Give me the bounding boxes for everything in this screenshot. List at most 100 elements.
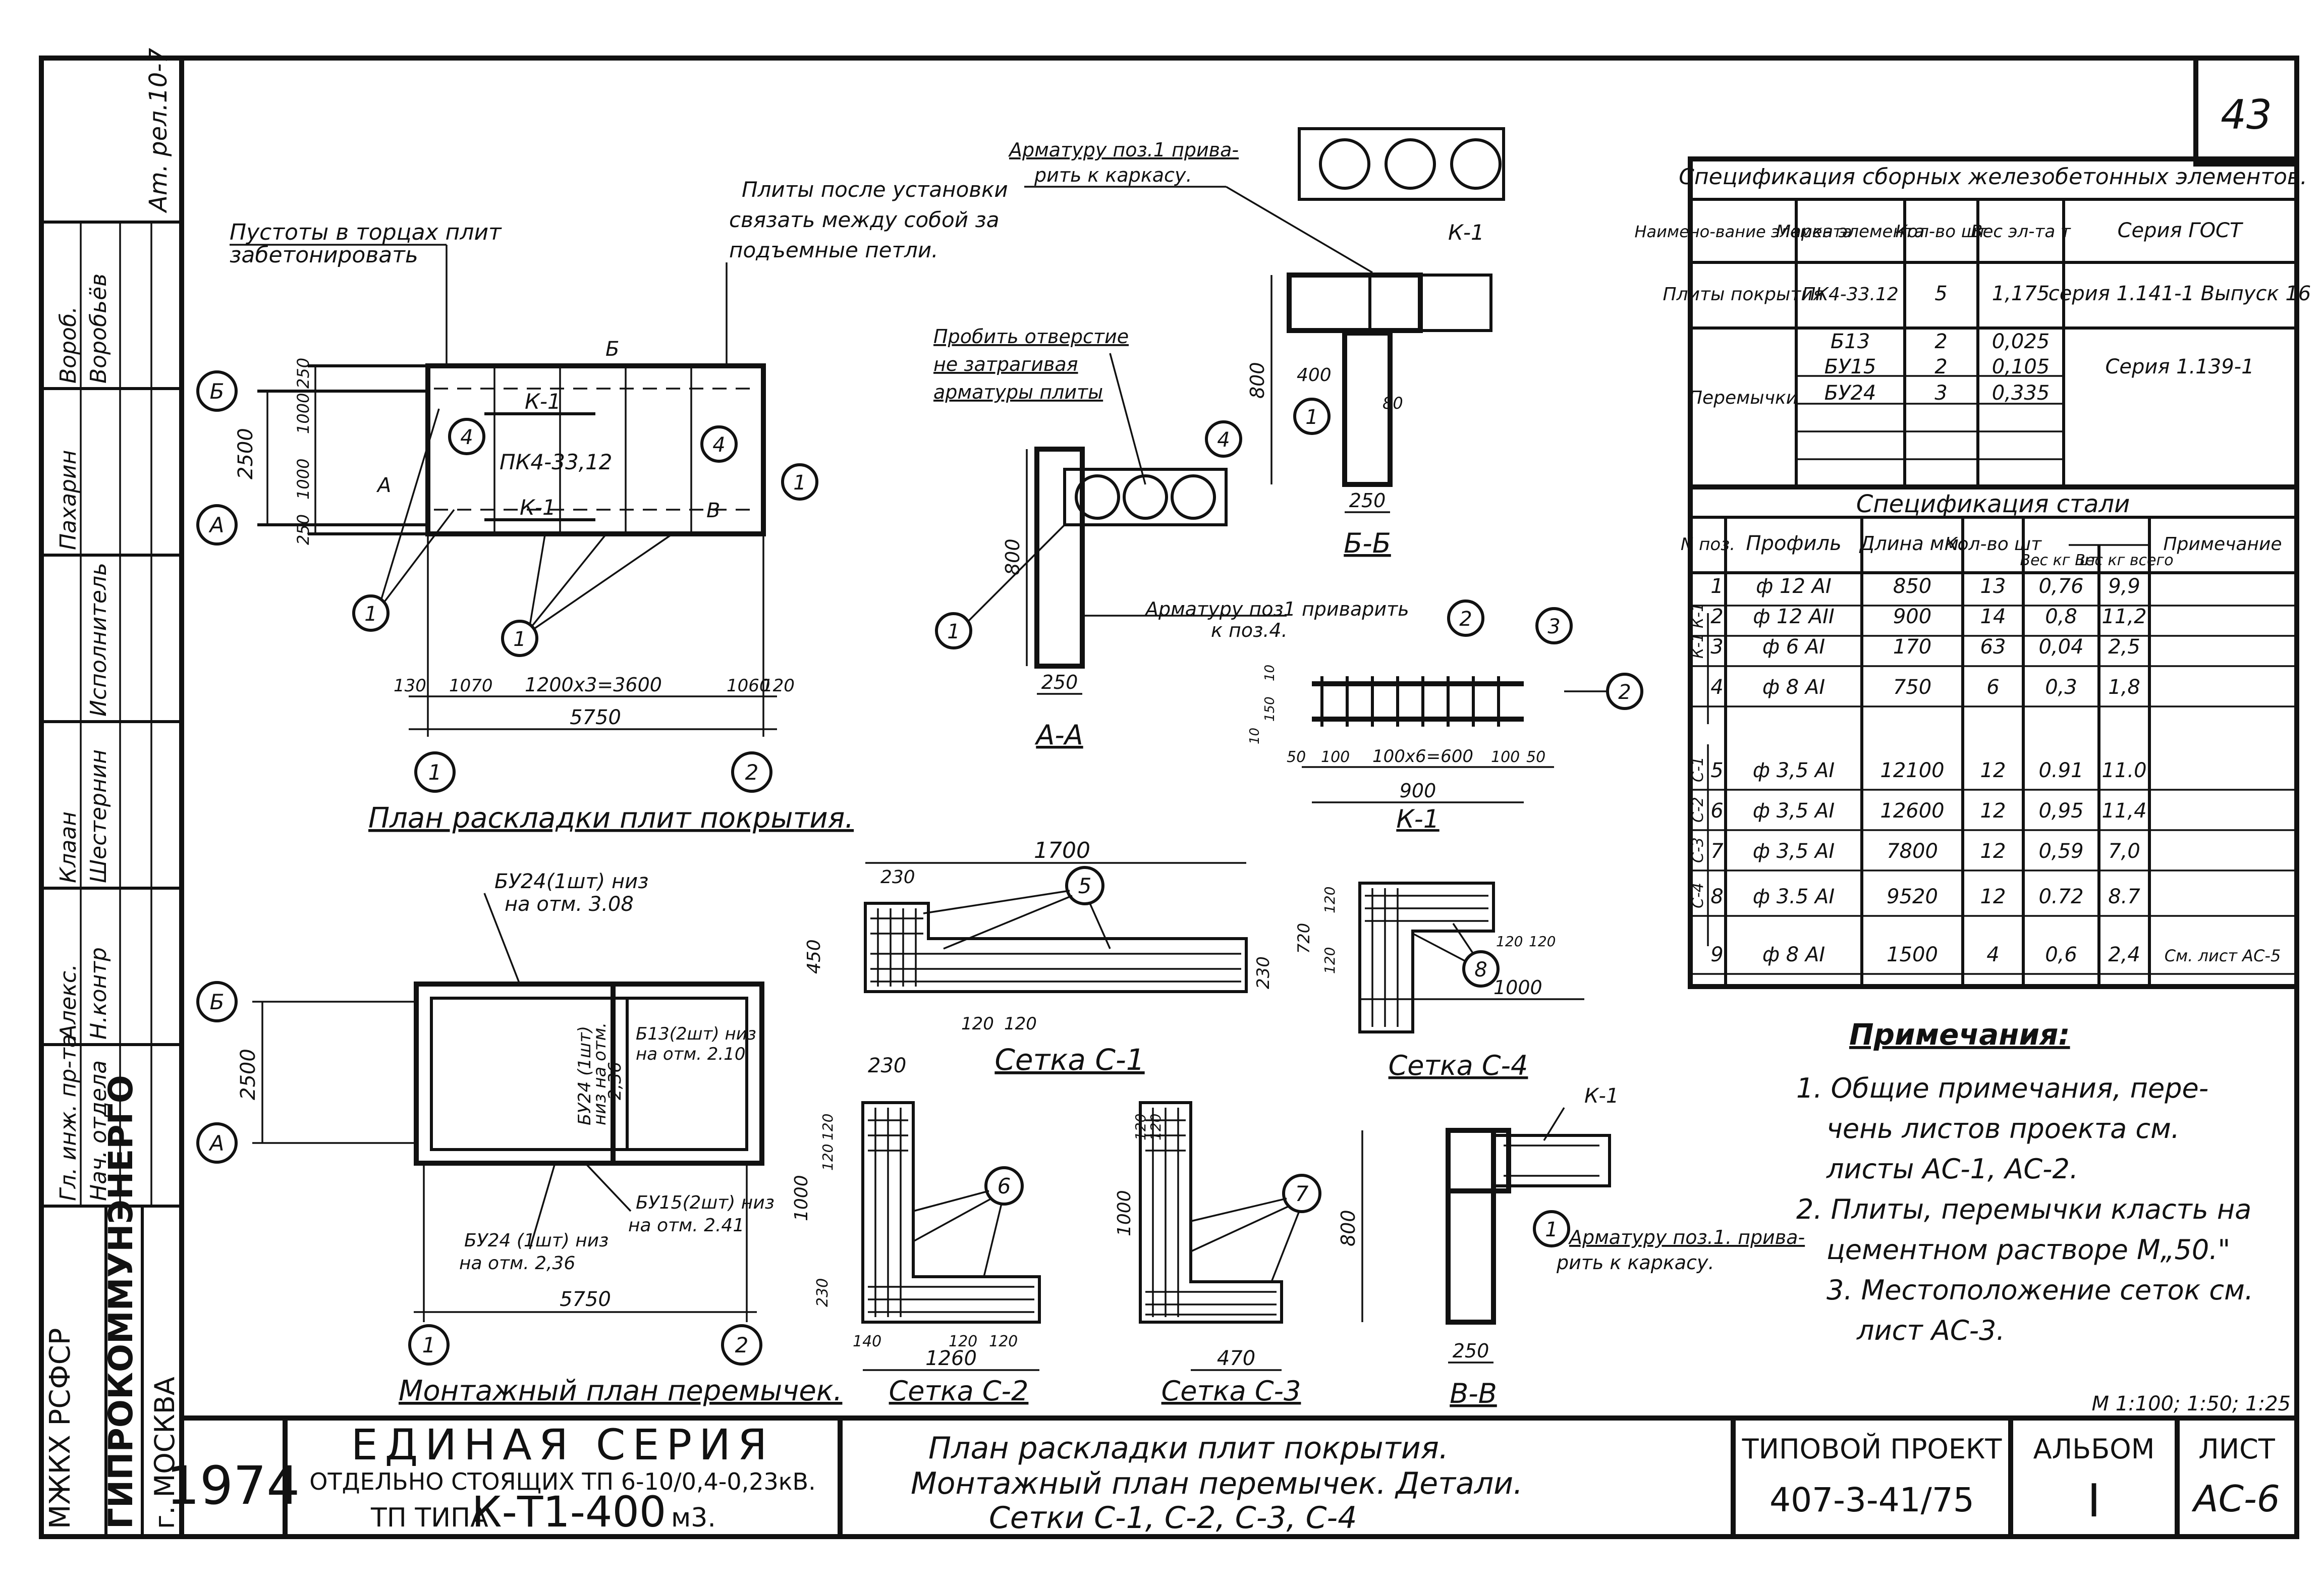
album-value: I (2087, 1475, 2101, 1528)
axis-label-a: А (208, 513, 225, 537)
svg-text:2: 2 (1459, 608, 1472, 631)
signature-name-2: Алекс. (56, 964, 81, 1041)
spec-steel-cell-pos: 7 (1710, 840, 1724, 863)
spec-steel-cell-profile: ф 8 АI (1762, 676, 1825, 699)
title-desc-3: Сетки С-1, С-2, С-3, С-4 (989, 1500, 1357, 1536)
c1-callout-5 (1065, 866, 1104, 905)
callout-1-bottom (501, 620, 538, 657)
spec-steel-cell-group: К-1 (1689, 633, 1707, 659)
spec-steel-cell-group: К-1 (1689, 603, 1707, 628)
mesh-c2: 230 1000 120 120 230 140 120 120 1260 6 … (791, 1054, 1041, 1407)
k1-dim-h-1: 150 (1262, 696, 1278, 722)
c4-dim-120a: 120 (1321, 887, 1338, 913)
spec-steel-cell-profile: ф 3.5 АI (1753, 885, 1835, 908)
spec-steel-cell-qty: 12 (1980, 885, 2006, 908)
spec-steel-cell-pos: 4 (1710, 676, 1723, 699)
spec-steel-cell-profile: ф 12 АII (1753, 605, 1834, 628)
c2-dim-140: 140 (853, 1333, 881, 1350)
signature-strip: Am. рел.10-7 Нач. отдела Гл. инж. пр-та … (40, 48, 182, 1537)
spec-steel-cell-w1: 0,6 (2045, 943, 2077, 966)
k1-dim-h-0: 10 (1247, 728, 1262, 744)
c4-dim-total: 1000 (1493, 976, 1542, 999)
c2-callout-6 (984, 1166, 1024, 1206)
c1-dim-total: 1700 (1034, 838, 1090, 863)
spec-steel-cell-wt: 9,9 (2108, 575, 2140, 598)
spec-steel-cell-group: С-3 (1689, 837, 1707, 863)
c2-dim-120a: 120 (819, 1114, 836, 1140)
album-label: АЛЬБОМ (2033, 1433, 2155, 1465)
spec-steel-cell-qty: 63 (1980, 635, 2006, 659)
bb-dim-h: 800 (1246, 362, 1268, 399)
vv-callout-1 (1533, 1210, 1570, 1247)
c1-dim-120b: 120 (1004, 1014, 1037, 1034)
spec-steel-cell-length: 170 (1893, 635, 1931, 659)
plan-section-v: В (706, 499, 720, 522)
title-series: ЕДИНАЯ СЕРИЯ (351, 1420, 774, 1469)
plan-slabs-title: План раскладки плит покрытия. (368, 802, 854, 835)
aa-callout-1 (935, 612, 972, 649)
axis-marker-1 (414, 751, 456, 793)
spec-steel-cell-profile: ф 3,5 АI (1753, 840, 1835, 863)
plan-dim-mid: 1200х3=3600 (525, 674, 662, 696)
k1-dim-h-2: 10 (1262, 665, 1278, 681)
spec-steel-cell-length: 900 (1893, 605, 1931, 628)
c4-dim-720: 720 (1294, 923, 1313, 954)
lintels-dim-h: 2500 (237, 1049, 260, 1100)
bb-callout-1 (1293, 398, 1331, 435)
plan-slab-mark: ПК4-33,12 (500, 450, 613, 474)
frame-k1-title: К-1 (1396, 804, 1439, 834)
c2-dim-1000: 1000 (791, 1175, 812, 1221)
spec-precast-r0-qty: 5 (1934, 282, 1947, 305)
project-label: ТИПОВОЙ ПРОЕКТ (1742, 1433, 2003, 1465)
spec-steel-h6: Примечание (2163, 534, 2282, 555)
k1-dim-1: 100 (1321, 748, 1350, 766)
mesh-c2-title: Сетка С-2 (889, 1375, 1029, 1407)
spec-steel-cell-wt: 7,0 (2108, 840, 2140, 863)
c1-dim-450: 450 (804, 939, 824, 974)
spec-steel-cell-length: 750 (1893, 676, 1931, 699)
spec-steel-cell-wt: 11,4 (2101, 799, 2146, 823)
notes-block: Примечания: 1. Общие примечания, пере- ч… (1796, 1017, 2253, 1346)
spec-precast-r3-weight: 0,335 (1992, 382, 2050, 405)
svg-text:Б: Б (210, 990, 225, 1014)
signature-role-3: Шестернин (86, 749, 112, 883)
callout-4-right (700, 425, 738, 463)
plan-lintels-inner (430, 997, 748, 1151)
section-aa: 4 1 800 250 Пробить отверстие не затраги… (933, 325, 1409, 751)
spec-precast-r1-name: Перемычки (1689, 388, 1798, 408)
k1-dim-4: 50 (1526, 748, 1545, 766)
spec-precast-r0-weight: 1,175 (1992, 282, 2050, 305)
k1-dim-0: 50 (1287, 748, 1306, 766)
lintels-axis-a (196, 1122, 238, 1164)
spec-steel-cell-w1: 0,04 (2038, 635, 2083, 659)
plan-dim-l1: 130 (394, 676, 426, 696)
scale-note: М 1:100; 1:50; 1:25 (2091, 1392, 2291, 1415)
c1-dim-120a: 120 (961, 1014, 994, 1034)
spec-steel-cell-qty: 12 (1980, 799, 2006, 823)
c4-dim-120d: 120 (1529, 933, 1556, 950)
bb-dim-80: 80 (1382, 394, 1403, 413)
plan-lintels-outer (414, 982, 764, 1166)
plan-lintels-title: Монтажный план перемычек. (399, 1375, 842, 1407)
spec-steel-cell-profile: ф 8 АI (1762, 943, 1825, 966)
axis-label-b: Б (210, 379, 225, 404)
c2-dim-total: 1260 (925, 1347, 977, 1370)
spec-steel-cell-pos: 6 (1710, 799, 1723, 823)
spec-steel-cell-profile: ф 3,5 АI (1753, 759, 1835, 782)
lintels-dim-w: 5750 (560, 1288, 611, 1311)
aa-hole-note-2: не затрагивая (933, 353, 1078, 375)
signature-role-4: Исполнитель (86, 563, 112, 717)
note-line-0: 1. Общие примечания, пере- (1796, 1072, 2208, 1104)
plan-void-note-2: забетонировать (230, 242, 418, 268)
spec-steel-cell-length: 1500 (1887, 943, 1938, 966)
spec-steel-cell-qty: 12 (1980, 840, 2006, 863)
bb-dim-w: 250 (1349, 489, 1386, 512)
spec-precast-h2: Кол-во шт (1895, 222, 1987, 242)
spec-steel-cell-w1: 0.72 (2038, 885, 2083, 908)
spec-steel-cell-group: С-4 (1689, 883, 1707, 908)
c2-dim-120c: 120 (949, 1333, 977, 1350)
axis-marker-2 (731, 751, 772, 793)
lintel-bu24-bottom-2: на отм. 2,36 (459, 1253, 575, 1274)
spec-steel-h3: Кол-во шт (1945, 534, 2042, 555)
spec-precast-r1-weight: 0,025 (1992, 330, 2050, 353)
